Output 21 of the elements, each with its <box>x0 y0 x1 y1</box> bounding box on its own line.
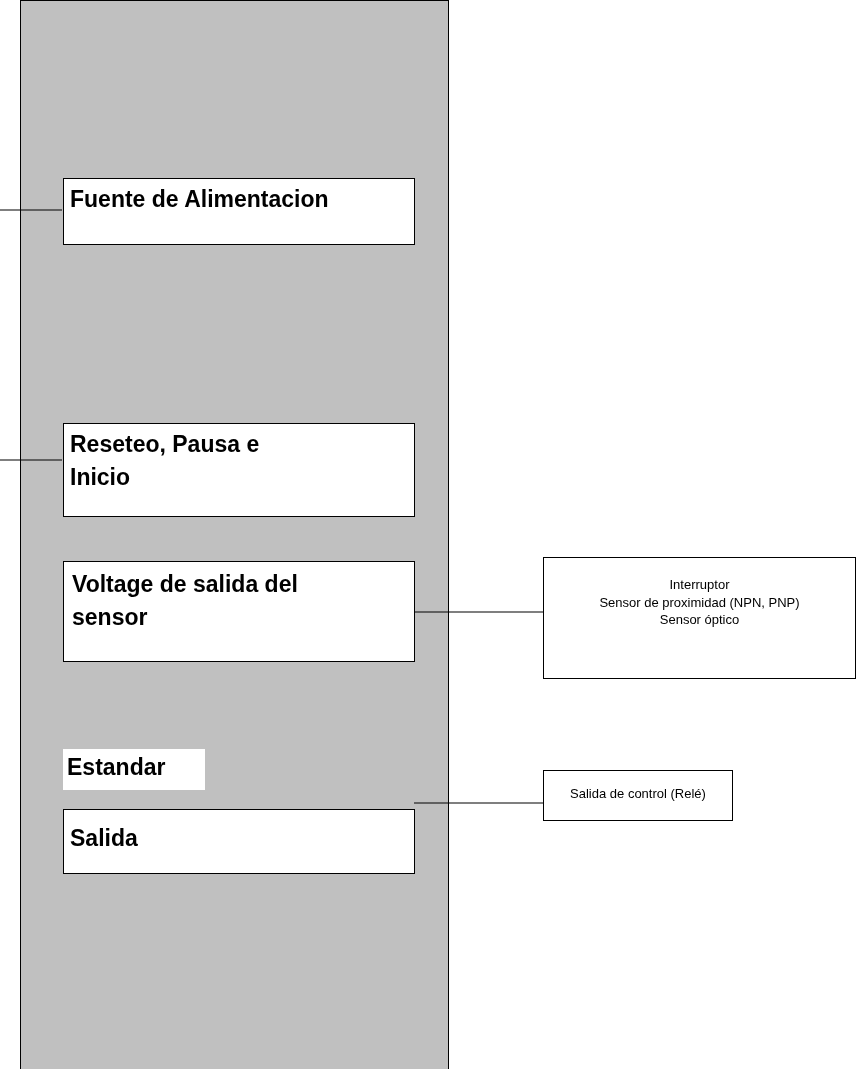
device-panel <box>20 0 449 1069</box>
function-box <box>63 178 415 245</box>
device-label: Sensor de proximidad (NPN, PNP) <box>598 593 801 612</box>
function-label: Voltage de salida del sensor <box>72 570 299 633</box>
function-box <box>63 561 415 662</box>
connector-line <box>413 611 544 613</box>
section-label-box <box>63 749 205 790</box>
connector-line <box>0 459 63 461</box>
device-label: Salida de control (Relé) <box>569 785 707 803</box>
external-device-box <box>543 557 856 679</box>
function-box <box>63 423 415 517</box>
connector-line <box>0 209 63 211</box>
function-label: Salida <box>70 824 139 853</box>
function-label: Fuente de Alimentacion <box>70 185 330 214</box>
function-label: Estandar <box>67 753 167 782</box>
device-label: Sensor óptico <box>658 611 741 629</box>
external-device-box <box>543 770 733 821</box>
function-label: Reseteo, Pausa e Inicio <box>70 430 261 493</box>
device-label: Interruptor <box>668 576 731 594</box>
function-box <box>63 809 415 874</box>
connector-line <box>413 802 544 804</box>
